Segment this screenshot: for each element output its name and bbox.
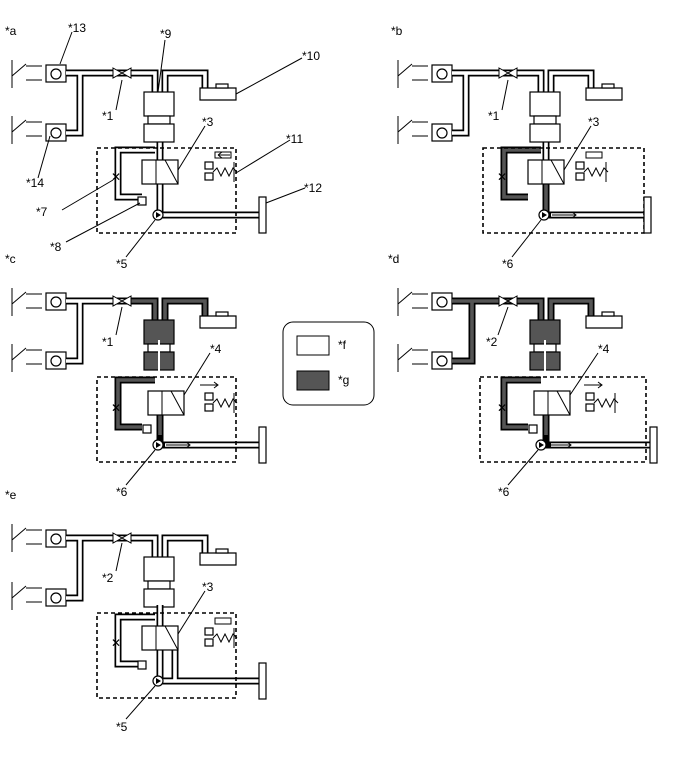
callout: *4 [210,342,222,356]
callout: *11 [286,132,303,146]
callout: *14 [26,176,44,190]
callout: *6 [498,485,510,499]
svg-text:✕: ✕ [497,170,507,184]
panel-e: *e ✕ *2 *3 *5 [5,488,267,734]
legend-label: *g [338,373,349,387]
legend-swatch-pressurized [296,370,330,391]
valve-1 [112,67,132,79]
callout: *10 [302,49,320,63]
callout: *8 [50,240,62,254]
svg-text:✕: ✕ [111,170,121,184]
panel-b: *b ✕ *1 *3 *6 [391,24,652,271]
reservoir [199,87,237,101]
callout: *5 [116,720,128,734]
callout: *1 [102,109,114,123]
svg-text:✕: ✕ [111,401,121,415]
callout: *1 [102,335,114,349]
callout: *9 [160,27,172,41]
svg-text:✕: ✕ [497,401,507,415]
panel-label: *d [388,252,399,266]
svg-text:✕: ✕ [111,636,121,650]
panel-label: *e [5,488,17,502]
callout: *2 [102,571,114,585]
panel-label: *c [5,252,16,266]
callout: *12 [304,181,322,195]
master-cylinder [143,91,175,117]
panel-a: *a [5,21,322,271]
solenoid-valve [141,151,238,185]
legend: *f *g [282,321,375,406]
callout: *2 [486,335,498,349]
callout: *3 [588,115,600,129]
callout: *5 [116,257,128,271]
callout: *1 [488,109,500,123]
legend-swatch-unpressurized [296,335,330,356]
callout: *4 [598,342,610,356]
callout: *13 [68,21,86,35]
legend-label: *f [338,338,347,352]
callout: *3 [202,580,214,594]
wheel-cylinder-lower [11,116,67,144]
panel-c: *c ✕ *1 *4 *6 [5,252,267,499]
panel-label: *a [5,24,17,38]
stroke-simulator [258,196,267,234]
callout: *7 [36,205,48,219]
callout: *6 [502,257,514,271]
panel-label: *b [391,24,403,38]
callout: *3 [202,115,214,129]
wheel-cylinder-upper [11,60,67,88]
callout: *6 [116,485,128,499]
panel-d: *d ✕ *2 *4 *6 [388,252,658,499]
